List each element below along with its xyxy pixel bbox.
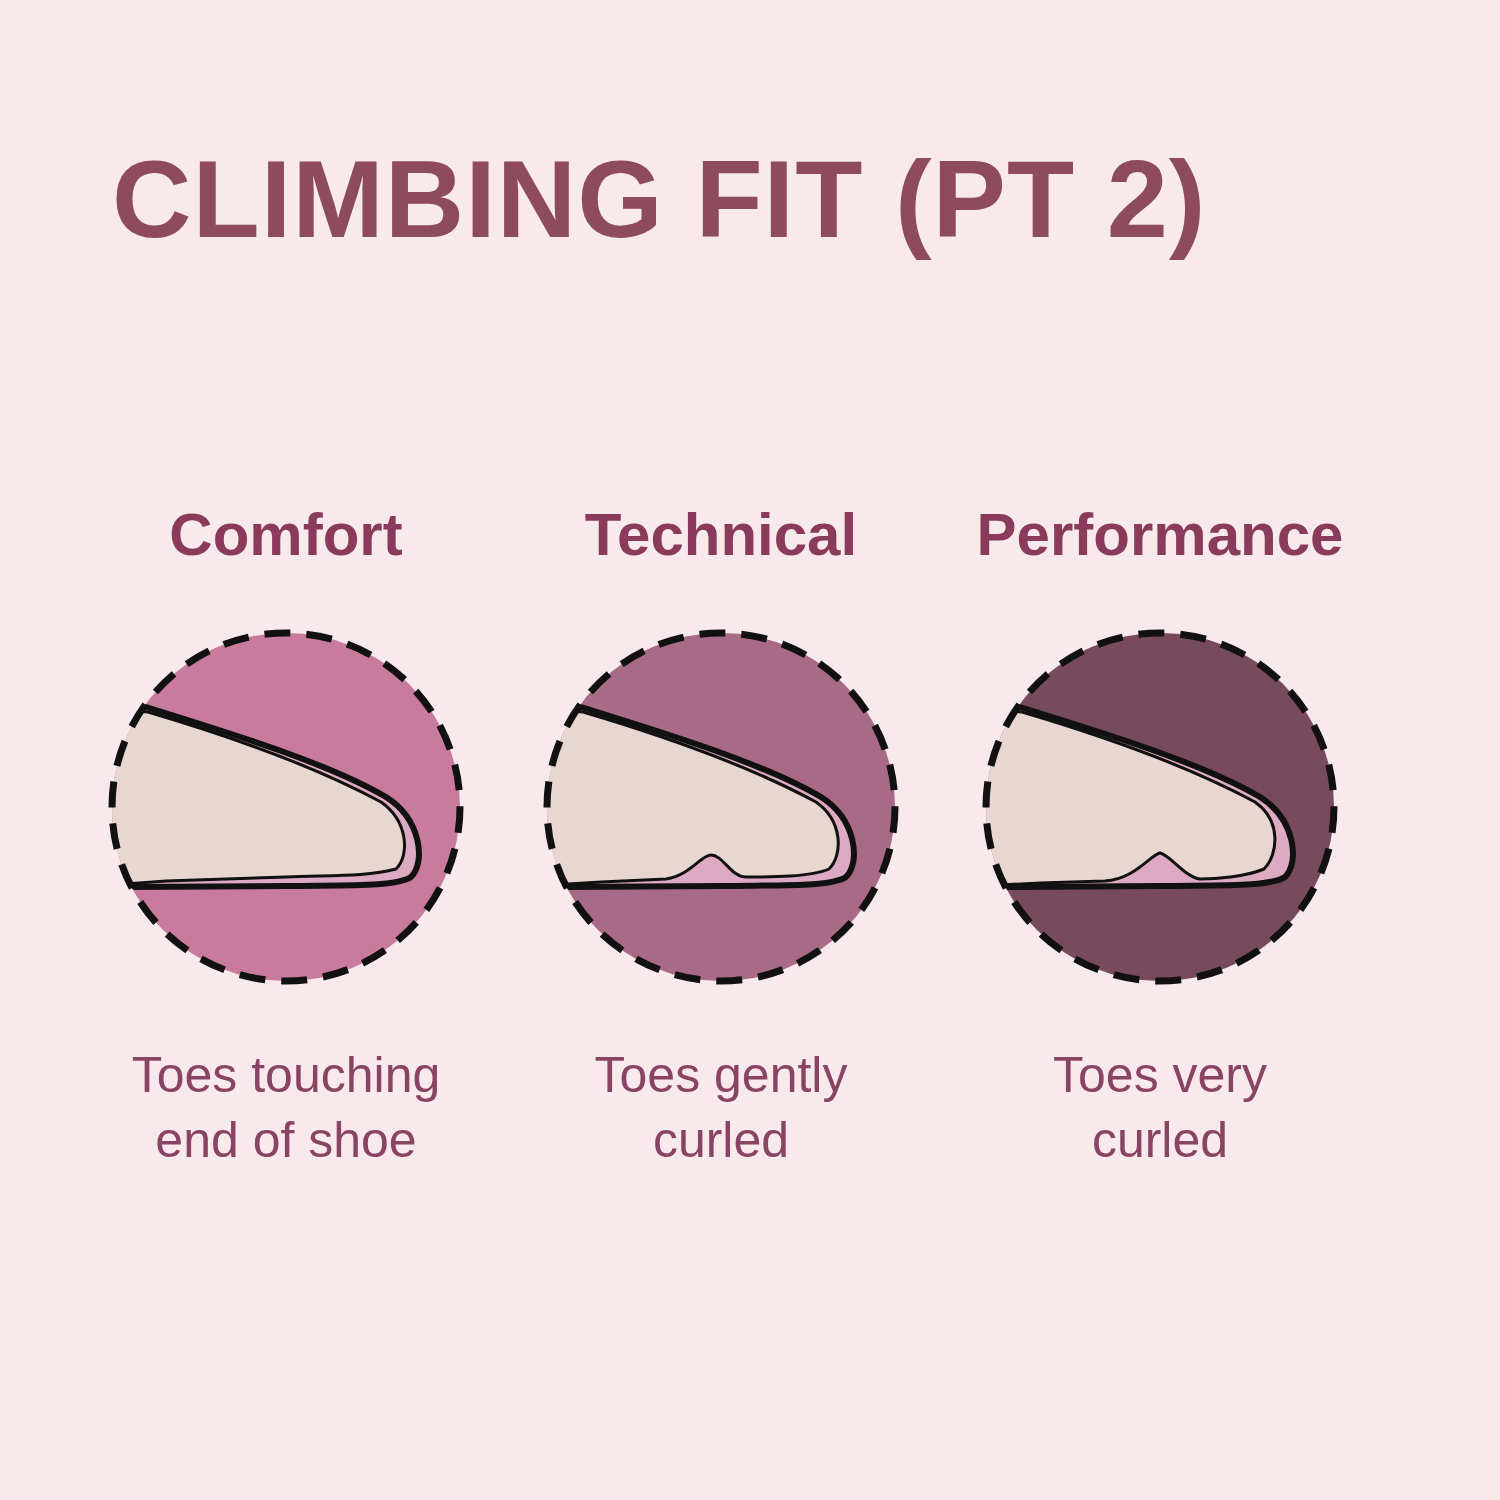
shoe bbox=[96, 707, 419, 887]
shoe-outline bbox=[561, 707, 854, 887]
shoe-liner bbox=[531, 707, 854, 887]
fit-caption: Toes touching end of shoe bbox=[106, 1043, 466, 1173]
fit-caption: Toes gently curled bbox=[541, 1043, 901, 1173]
dashed-border bbox=[547, 633, 895, 981]
fit-node: PerformanceToes very curled bbox=[960, 500, 1360, 1190]
shoe-circle bbox=[96, 617, 476, 997]
shoe-circle bbox=[531, 617, 911, 997]
shoe bbox=[970, 707, 1293, 887]
shoe-liner bbox=[96, 707, 419, 887]
foot bbox=[96, 707, 405, 887]
shoe-liner bbox=[970, 707, 1293, 887]
foot bbox=[970, 707, 1275, 887]
foot bbox=[531, 707, 838, 887]
dashed-border bbox=[986, 633, 1334, 981]
fit-heading: Comfort bbox=[86, 500, 486, 569]
title: CLIMBING FIT (PT 2) bbox=[112, 138, 1206, 259]
fit-node: ComfortToes touching end of shoe bbox=[86, 500, 486, 1190]
shoe bbox=[531, 707, 854, 887]
fit-heading: Performance bbox=[960, 500, 1360, 569]
shoe-circle bbox=[970, 617, 1350, 997]
fit-caption: Toes very curled bbox=[980, 1043, 1340, 1173]
shoe-outline bbox=[1000, 707, 1293, 887]
fit-node: TechnicalToes gently curled bbox=[521, 500, 921, 1190]
dashed-border bbox=[112, 633, 460, 981]
fit-heading: Technical bbox=[521, 500, 921, 569]
shoe-outline bbox=[126, 707, 419, 887]
